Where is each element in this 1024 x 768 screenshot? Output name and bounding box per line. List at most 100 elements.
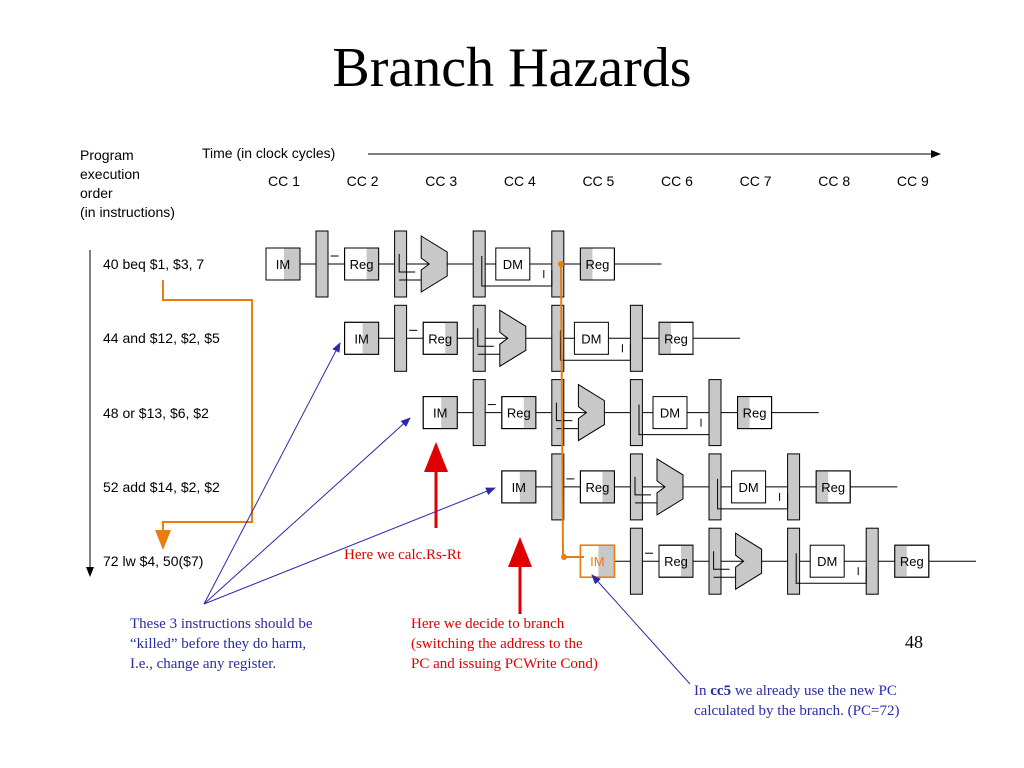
dm-bypass-wire — [559, 330, 631, 361]
reg-read-label: Reg — [664, 554, 688, 569]
reg-read-outline — [422, 321, 458, 355]
reg-write-outline — [579, 247, 615, 281]
dm-bypass-wire — [481, 256, 553, 287]
cc5-arrow — [591, 574, 691, 685]
im-shade — [362, 322, 379, 355]
dm-label: DM — [817, 554, 837, 569]
reg-read-label: Reg — [585, 480, 609, 495]
reg-write-label: Reg — [585, 257, 609, 272]
alu-wire — [398, 254, 416, 273]
reg-write-outline — [894, 544, 930, 578]
reg-read-shade — [602, 470, 615, 503]
clock-cycle-label: CC 7 — [739, 173, 772, 189]
reg-write-shade — [737, 396, 750, 429]
pipeline-register — [629, 453, 643, 521]
im-shade — [519, 470, 536, 503]
decide-annotation-line-3: PC and issuing PCWrite Cond) — [411, 656, 598, 672]
killed-annotation-line-2: “killed” before they do harm, — [130, 636, 307, 652]
im-outline — [344, 321, 380, 355]
program-label-line-3: order — [80, 185, 113, 201]
alu-wire — [634, 476, 651, 496]
pipeline-register — [472, 304, 486, 372]
im-shade — [598, 545, 615, 578]
reg-write-outline — [737, 396, 773, 430]
pipeline-register — [315, 230, 329, 298]
program-label-line-4: (in instructions) — [80, 204, 175, 220]
im-label: IM — [276, 257, 290, 272]
dm-bypass-wire — [795, 553, 867, 584]
reg-read-shade — [445, 322, 458, 355]
dm-bypass-wire — [638, 404, 710, 436]
pipeline-register — [472, 230, 486, 298]
page-number: 48 — [905, 632, 923, 652]
clock-cycle-label: CC 2 — [346, 173, 379, 189]
pipeline-register — [629, 304, 643, 372]
reg-write-label: Reg — [743, 406, 767, 421]
dm-bypass-wire — [717, 478, 789, 510]
dm-label: DM — [660, 406, 680, 421]
im-label: IM — [354, 331, 368, 346]
killed-arrow-2 — [203, 417, 411, 605]
clock-cycle-label: CC 8 — [818, 173, 851, 189]
im-label: IM — [512, 480, 526, 495]
pipeline-register — [551, 453, 565, 521]
pipeline-register — [394, 230, 408, 298]
reg-read-shade — [366, 248, 379, 280]
reg-write-shade — [580, 248, 593, 280]
dm-stage — [652, 396, 688, 430]
reg-write-label: Reg — [821, 480, 845, 495]
dm-stage — [809, 544, 845, 578]
alu-stage — [735, 532, 763, 591]
dm-stage — [573, 321, 609, 355]
decide-annotation-line-1: Here we decide to branch — [411, 616, 565, 632]
reg-read-label: Reg — [350, 257, 374, 272]
new-pc-dot-top — [558, 261, 564, 267]
branch-target-arrow — [155, 280, 253, 550]
reg-read-label: Reg — [428, 331, 452, 346]
alu-stage — [656, 458, 684, 516]
killed-arrow-1 — [203, 342, 341, 605]
reg-read-label: Reg — [507, 406, 531, 421]
pipeline-register — [394, 304, 408, 372]
pipeline-register — [708, 453, 722, 521]
reg-read-outline — [658, 544, 694, 578]
pipeline-register — [787, 453, 801, 521]
pipeline-row: IM Reg DM Reg — [265, 230, 662, 298]
cc5-bold: cc5 — [710, 683, 732, 699]
instruction-label: 44 and $12, $2, $5 — [103, 330, 220, 347]
dm-label: DM — [503, 257, 523, 272]
clock-cycle-label: CC 5 — [582, 173, 615, 189]
reg-write-shade — [816, 470, 829, 503]
reg-write-label: Reg — [900, 554, 924, 569]
clock-cycle-label: CC 3 — [425, 173, 458, 189]
reg-read-outline — [501, 396, 537, 430]
reg-write-outline — [815, 470, 851, 504]
reg-write-label: Reg — [664, 331, 688, 346]
im-label: IM — [590, 554, 604, 569]
dm-stage — [731, 470, 767, 504]
instruction-label: 72 lw $4, 50($7) — [103, 553, 204, 570]
im-shade — [284, 248, 300, 280]
instruction-label: 52 add $14, $2, $2 — [103, 478, 220, 495]
alu-stage — [420, 235, 448, 293]
alu-stage — [499, 309, 527, 368]
reg-write-outline — [658, 321, 694, 355]
cc5-prefix: In — [694, 683, 711, 699]
alu-stage — [577, 383, 605, 442]
pipeline-row: IM Reg DM Reg — [579, 527, 976, 595]
reg-write-shade — [659, 322, 671, 355]
reg-read-outline — [579, 470, 615, 504]
pipeline-register — [708, 379, 722, 447]
pipeline-register — [629, 527, 643, 595]
reg-read-shade — [523, 396, 536, 429]
killed-annotation-line-3: I.e., change any register. — [130, 656, 277, 672]
time-axis-label: Time (in clock cycles) — [202, 145, 336, 161]
dm-stage — [495, 247, 531, 281]
calc-annotation: Here we calc.Rs-Rt — [344, 547, 462, 563]
alu-wire — [477, 328, 494, 347]
slide-title: Branch Hazards — [332, 37, 692, 99]
